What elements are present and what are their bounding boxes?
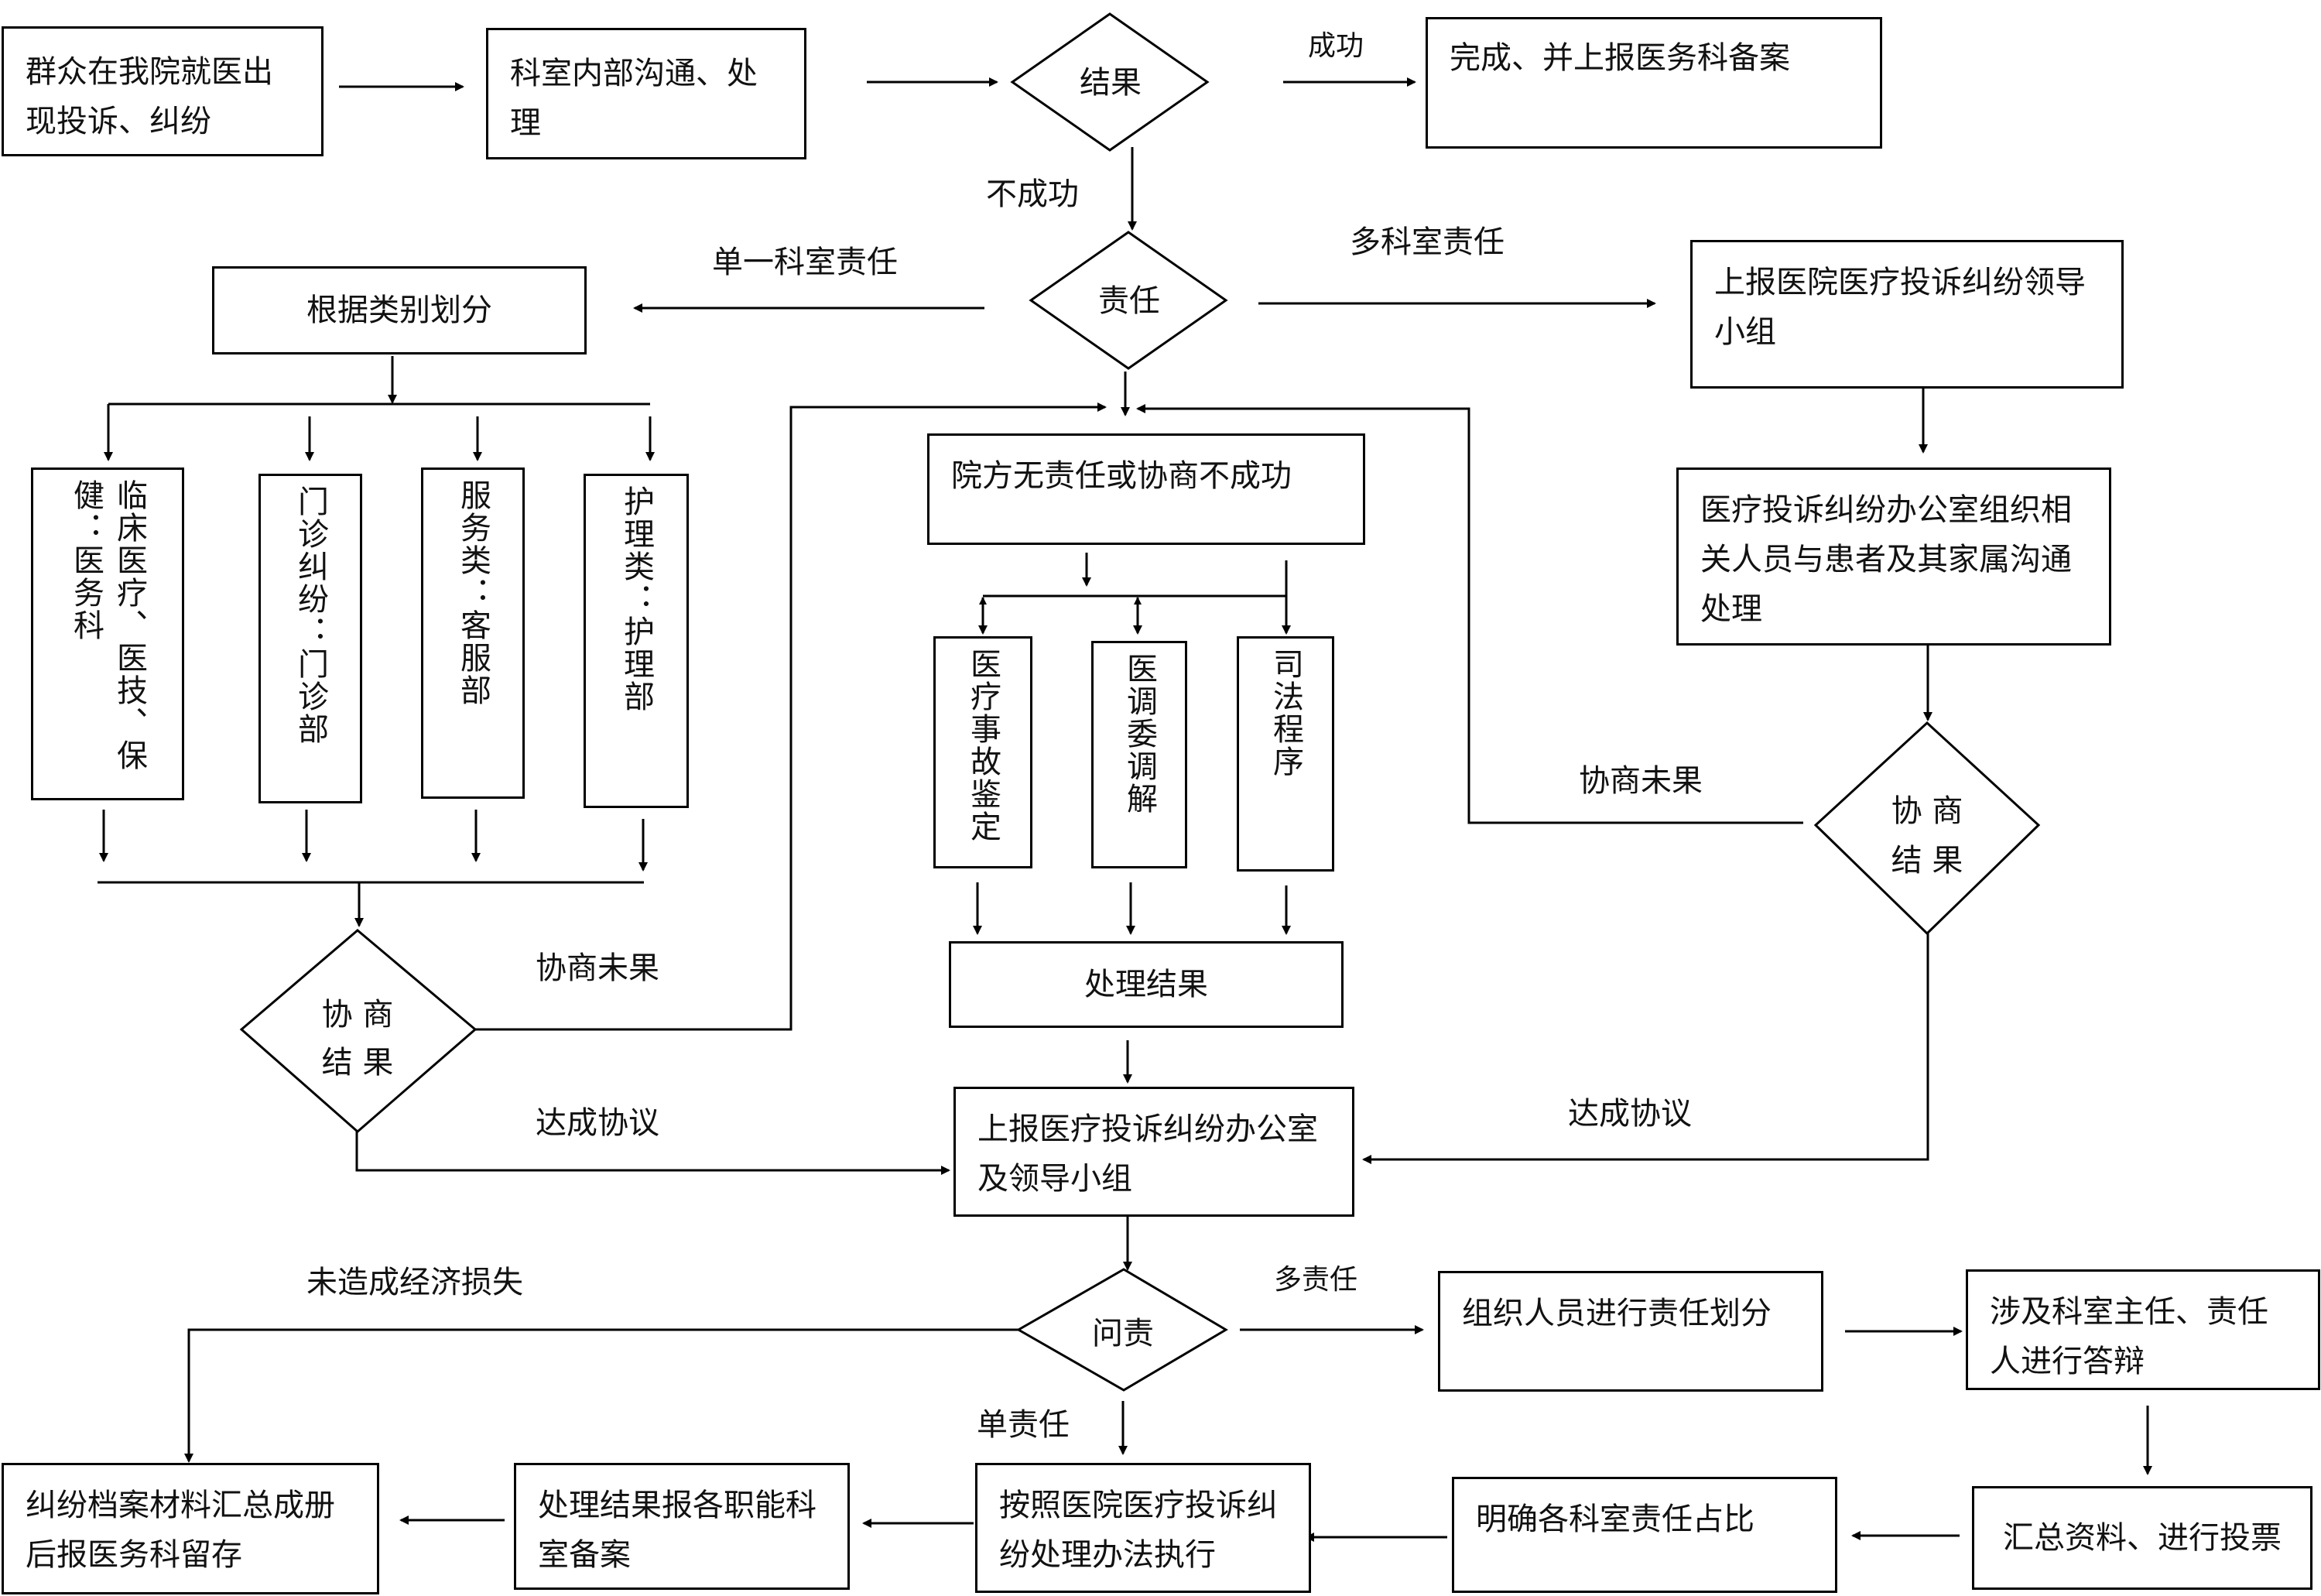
diamond-accountability-text: 问责 (1092, 1316, 1154, 1351)
box-no-fault: 院方无责任或协商不成功 (927, 433, 1365, 545)
diamond-result (1010, 12, 1210, 152)
box-outpatient: 门诊纠纷：门诊部 (258, 474, 362, 803)
label-fail: 不成功 (986, 176, 1079, 212)
label-multi-resp: 多责任 (1274, 1264, 1358, 1296)
label-no-result-left: 协商未果 (536, 950, 659, 986)
box-office-org: 医疗投诉纠纷办公室组织相关人员与患者及其家属沟通处理 (1676, 467, 2111, 646)
label-single-resp: 单责任 (977, 1407, 1070, 1443)
box-vote: 汇总资料、进行投票 (1972, 1486, 2312, 1590)
box-execute: 按照医院医疗投诉纠纷处理办法执行 (975, 1463, 1311, 1593)
diamond-responsibility-text: 责任 (1098, 283, 1160, 319)
box-report-leader-group: 上报医院医疗投诉纠纷领导小组 (1690, 240, 2124, 389)
label-no-loss: 未造成经济损失 (306, 1265, 523, 1300)
label-multi-dept: 多科室责任 (1350, 224, 1505, 260)
box-defense: 涉及科室主任、责任人进行答辩 (1966, 1269, 2320, 1390)
box-mediation: 医调委调解 (1091, 641, 1187, 868)
box-service: 服务类：客服部 (421, 467, 525, 799)
label-single-dept: 单一科室责任 (712, 245, 898, 280)
diamond-negotiate-right (1813, 721, 2041, 936)
box-clinical: 临床医疗、医技、保健：医务科 (31, 467, 184, 800)
box-classify: 根据类别划分 (212, 266, 587, 354)
diamond-negotiate-right-text: 协 商 结 果 (1891, 793, 1963, 878)
box-ratio: 明确各科室责任占比 (1452, 1477, 1837, 1593)
box-accident-appraisal: 医疗事故鉴定 (933, 636, 1032, 868)
label-no-result-right: 协商未果 (1579, 763, 1703, 799)
box-nursing: 护理类：护理部 (584, 474, 689, 808)
label-agreement-left: 达成协议 (536, 1105, 659, 1141)
box-judicial: 司法程序 (1237, 636, 1334, 872)
diamond-responsibility (1029, 231, 1228, 370)
diamond-negotiate-left-text: 协 商 结 果 (321, 997, 394, 1081)
diamond-negotiate-left (239, 929, 478, 1133)
box-archive: 纠纷档案材料汇总成册后报医务科留存 (2, 1463, 379, 1594)
box-complaint: 群众在我院就医出现投诉、纠纷 (2, 26, 324, 156)
box-handle-result: 处理结果 (949, 941, 1344, 1028)
box-report-office: 上报医疗投诉纠纷办公室及领导小组 (953, 1087, 1354, 1217)
box-report-dept: 处理结果报各职能科室备案 (514, 1463, 850, 1590)
box-org-division: 组织人员进行责任划分 (1438, 1271, 1823, 1392)
diamond-result-text: 结果 (1080, 65, 1142, 101)
label-success: 成功 (1308, 30, 1364, 62)
box-dept-communicate: 科室内部沟通、处理 (486, 28, 806, 159)
label-agreement-right: 达成协议 (1568, 1096, 1692, 1132)
box-complete-report: 完成、并上报医务科备案 (1426, 17, 1882, 149)
diamond-accountability (1015, 1268, 1228, 1392)
